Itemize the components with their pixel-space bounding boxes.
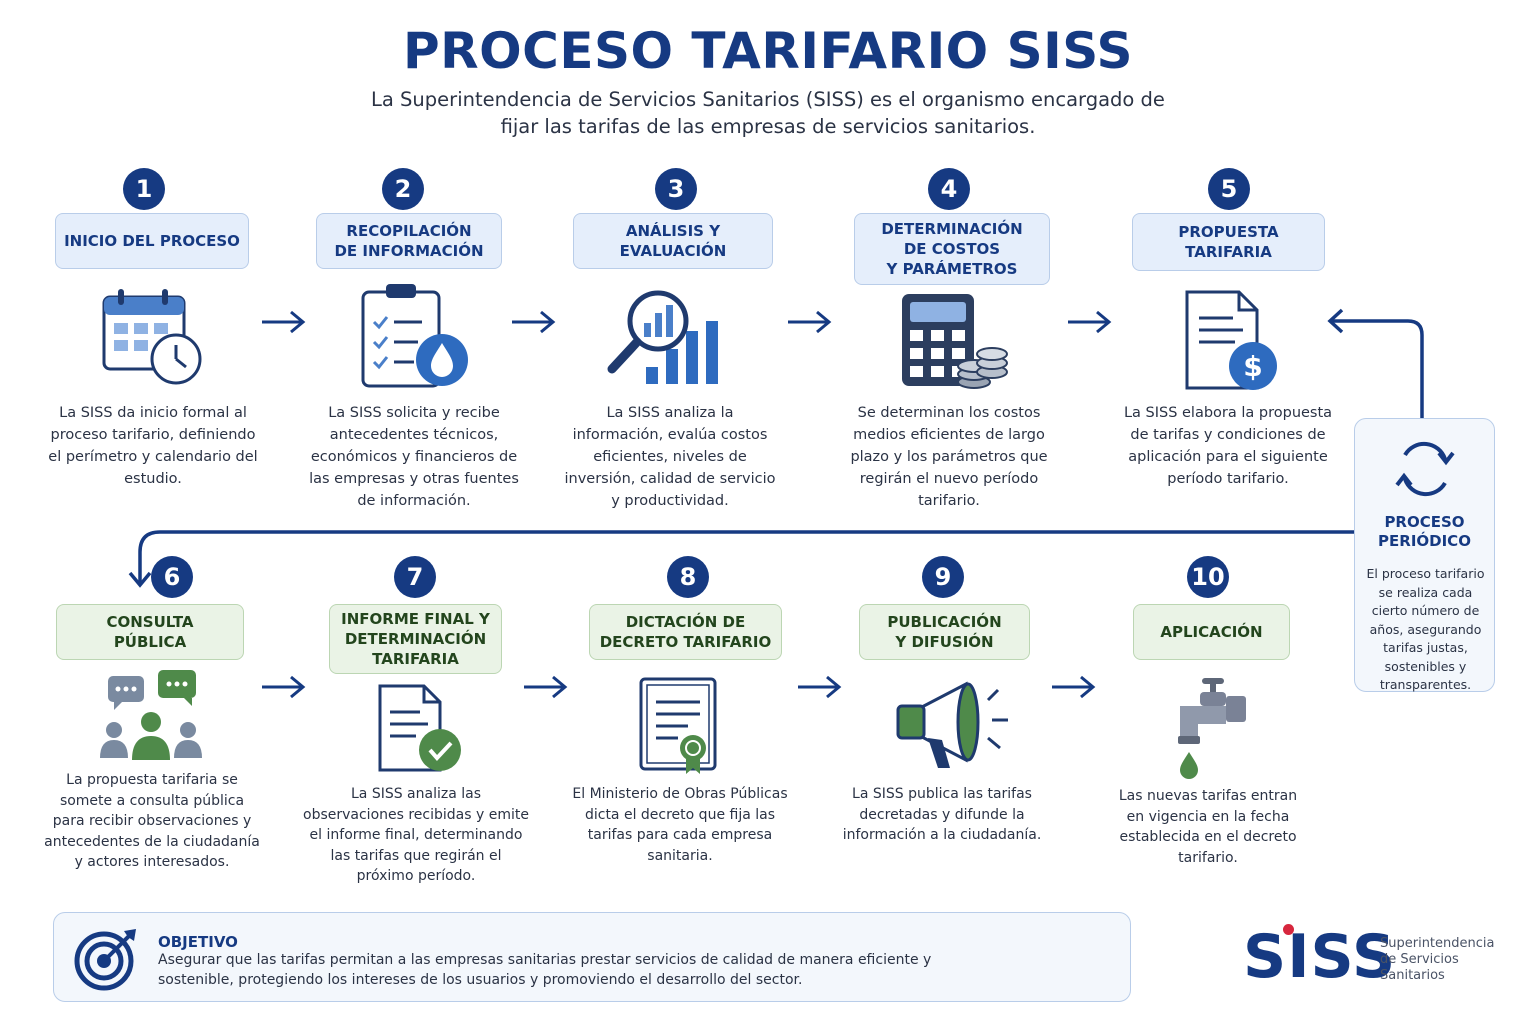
step-7-number: 7 <box>394 556 436 598</box>
arrow-right-icon <box>788 310 832 334</box>
step-7-description: La SISS analiza las observaciones recibi… <box>303 786 529 884</box>
step-9-number: 9 <box>922 556 964 598</box>
svg-text:$: $ <box>1243 350 1262 383</box>
step-1-description: La SISS da inicio formal al proceso tari… <box>48 405 258 487</box>
arrow-right-icon <box>1068 310 1112 334</box>
step-5-number: 5 <box>1208 168 1250 210</box>
arrow-right-icon <box>1052 675 1096 699</box>
arrow-right-icon <box>262 675 306 699</box>
siss-logo: SISS <box>1243 922 1397 992</box>
arrow-right-icon <box>524 675 568 699</box>
periodic-title: PROCESO PERIÓDICO <box>1378 513 1471 550</box>
step-6-number: 6 <box>151 556 193 598</box>
step-10-number: 10 <box>1187 556 1229 598</box>
objective-title: OBJETIVO <box>158 933 238 951</box>
step-4-description: Se determinan los costos medios eficient… <box>850 405 1048 509</box>
step-4-number: 4 <box>928 168 970 210</box>
loop-arrow-icon <box>1327 308 1424 419</box>
step-9-label: PUBLICACIÓN Y DIFUSIÓN <box>859 604 1030 660</box>
step-10-label: APLICACIÓN <box>1133 604 1290 660</box>
step-2-description: La SISS solicita y recibe antecedentes t… <box>309 405 519 509</box>
step-10-description: Las nuevas tarifas entran en vigencia en… <box>1118 788 1298 866</box>
objective-text: Asegurar que las tarifas permitan a las … <box>158 952 932 988</box>
water-tap-icon <box>1178 678 1246 779</box>
step-6-label: CONSULTA PÚBLICA <box>56 604 244 660</box>
step-8-label: DICTACIÓN DE DECRETO TARIFARIO <box>589 604 782 660</box>
calculator-coins-icon <box>902 294 1008 389</box>
step-3-number: 3 <box>655 168 697 210</box>
periodic-process-box: PROCESO PERIÓDICO El proceso tarifario s… <box>1354 418 1495 692</box>
megaphone-icon <box>896 681 1008 768</box>
page-subtitle: La Superintendencia de Servicios Sanitar… <box>371 88 1165 138</box>
step-9-description: La SISS publica las tarifas decretadas y… <box>842 786 1042 843</box>
step-6-description: La propuesta tarifaria se somete a consu… <box>44 772 260 870</box>
calendar-clock-icon <box>102 289 202 385</box>
document-check-icon <box>378 684 461 772</box>
step-5-description: La SISS elabora la propuesta de tarifas … <box>1123 405 1333 487</box>
arrow-right-icon <box>512 310 556 334</box>
step-1-label: INICIO DEL PROCESO <box>55 213 249 269</box>
target-icon <box>74 929 136 991</box>
step-4-label: DETERMINACIÓN DE COSTOS Y PARÁMETROS <box>854 213 1050 285</box>
step-2-label: RECOPILACIÓN DE INFORMACIÓN <box>316 213 502 269</box>
logo-subtitle: Superintendencia de Servicios Sanitarios <box>1380 936 1495 983</box>
step-7-label: INFORME FINAL Y DETERMINACIÓN TARIFARIA <box>329 604 502 674</box>
clipboard-water-drop-icon <box>361 284 468 388</box>
step-1-number: 1 <box>123 168 165 210</box>
step-2-number: 2 <box>382 168 424 210</box>
step-8-description: El Ministerio de Obras Públicas dicta el… <box>572 786 788 864</box>
periodic-description: El proceso tarifario se realiza cada cie… <box>1366 566 1485 692</box>
step-3-label: ANÁLISIS Y EVALUACIÓN <box>573 213 773 269</box>
arrow-right-icon <box>798 675 842 699</box>
step-5-label: PROPUESTA TARIFARIA <box>1132 213 1325 271</box>
step-3-description: La SISS analiza la información, evalúa c… <box>564 405 776 509</box>
objective-box: OBJETIVO Asegurar que las tarifas permit… <box>53 912 1131 1002</box>
document-dollar-icon: $ <box>1185 290 1277 390</box>
page-title: PROCESO TARIFARIO SISS <box>403 22 1133 80</box>
cycle-arrows-icon <box>1395 441 1455 497</box>
people-chat-icon <box>100 670 202 760</box>
certificate-icon <box>639 677 717 774</box>
logo-red-dot <box>1283 924 1294 935</box>
magnifier-bar-chart-icon <box>607 290 718 384</box>
step-8-number: 8 <box>667 556 709 598</box>
arrow-right-icon <box>262 310 306 334</box>
connector-arrow-icon <box>128 530 1354 588</box>
